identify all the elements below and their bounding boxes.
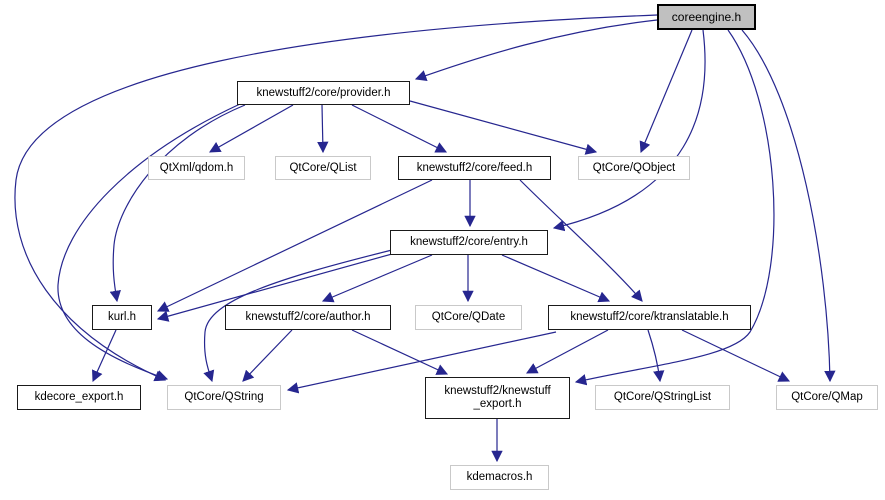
edge-ktranslatable-qstring [286, 331, 557, 394]
node-feed[interactable]: knewstuff2/core/feed.h [398, 156, 551, 180]
node-knewstuff-export-label-line2: _export.h [473, 398, 522, 410]
edge-entry-qstring [203, 249, 393, 383]
edge-entry-author [321, 254, 433, 303]
edge-provider-feed [351, 104, 448, 153]
edge-coreengine-qobject [639, 29, 693, 154]
node-qlist-label: QtCore/QList [289, 161, 357, 174]
node-coreengine-label: coreengine.h [671, 9, 742, 24]
node-qobject-label: QtCore/QObject [592, 161, 676, 174]
node-provider-label: knewstuff2/core/provider.h [256, 86, 391, 99]
node-kdecore-export[interactable]: kdecore_export.h [17, 385, 141, 410]
node-feed-label: knewstuff2/core/feed.h [416, 161, 533, 174]
node-entry-label: knewstuff2/core/entry.h [410, 236, 528, 248]
node-kdemacros: kdemacros.h [450, 465, 549, 490]
edge-entry-kurl [156, 253, 393, 322]
node-kurl[interactable]: kurl.h [92, 305, 152, 330]
edge-ktranslatable-qmap [681, 329, 791, 382]
node-qstring: QtCore/QString [167, 385, 281, 410]
edge-ktranslatable-knewstuff_export [525, 329, 609, 374]
edge-provider-qlist [317, 104, 329, 154]
node-ktranslatable-label: knewstuff2/core/ktranslatable.h [570, 311, 729, 323]
node-provider[interactable]: knewstuff2/core/provider.h [237, 81, 410, 105]
node-qdom-label: QtXml/qdom.h [159, 161, 234, 174]
node-knewstuff-export-label-line1: knewstuff2/knewstuff [444, 385, 551, 397]
edge-provider-qobject [409, 100, 598, 155]
edge-feed-ktranslatable [519, 179, 643, 302]
edge-provider-qdom [209, 104, 294, 153]
edge-coreengine-qstring [14, 14, 658, 382]
node-entry[interactable]: knewstuff2/core/entry.h [390, 230, 548, 255]
node-qdate: QtCore/QDate [415, 305, 522, 330]
node-qdom: QtXml/qdom.h [148, 156, 245, 180]
node-qdate-label: QtCore/QDate [431, 311, 506, 323]
node-qstringlist: QtCore/QStringList [595, 385, 730, 410]
node-qstringlist-label: QtCore/QStringList [613, 391, 712, 403]
edge-coreengine-qmap [741, 29, 836, 383]
node-kdemacros-label: kdemacros.h [466, 471, 533, 483]
edge-feed-kurl [156, 179, 433, 312]
edge-coreengine-entry [552, 29, 706, 232]
node-kdecore-export-label: kdecore_export.h [34, 391, 124, 403]
node-qmap-label: QtCore/QMap [791, 391, 863, 403]
node-qlist: QtCore/QList [275, 156, 371, 180]
node-knewstuff-export[interactable]: knewstuff2/knewstuff _export.h [425, 377, 570, 419]
edge-ktranslatable-qstringlist [647, 329, 665, 383]
edge-provider-kurl [109, 104, 246, 303]
edge-entry-ktranslatable [501, 254, 611, 303]
node-author-label: knewstuff2/core/author.h [245, 311, 371, 323]
edge-coreengine-provider [414, 19, 658, 81]
node-qstring-label: QtCore/QString [184, 391, 264, 403]
edge-author-qstring [242, 329, 293, 382]
node-kurl-label: kurl.h [107, 311, 137, 323]
node-qmap: QtCore/QMap [776, 385, 878, 410]
node-coreengine: coreengine.h [657, 4, 756, 30]
edge-author-knewstuff_export [351, 329, 449, 375]
node-ktranslatable[interactable]: knewstuff2/core/ktranslatable.h [548, 305, 751, 330]
node-qobject: QtCore/QObject [578, 156, 690, 180]
edge-provider-qstring [57, 103, 241, 382]
edge-coreengine-knewstuff_export [574, 29, 775, 386]
edge-kurl-kdecore [92, 329, 117, 383]
node-author[interactable]: knewstuff2/core/author.h [225, 305, 391, 330]
